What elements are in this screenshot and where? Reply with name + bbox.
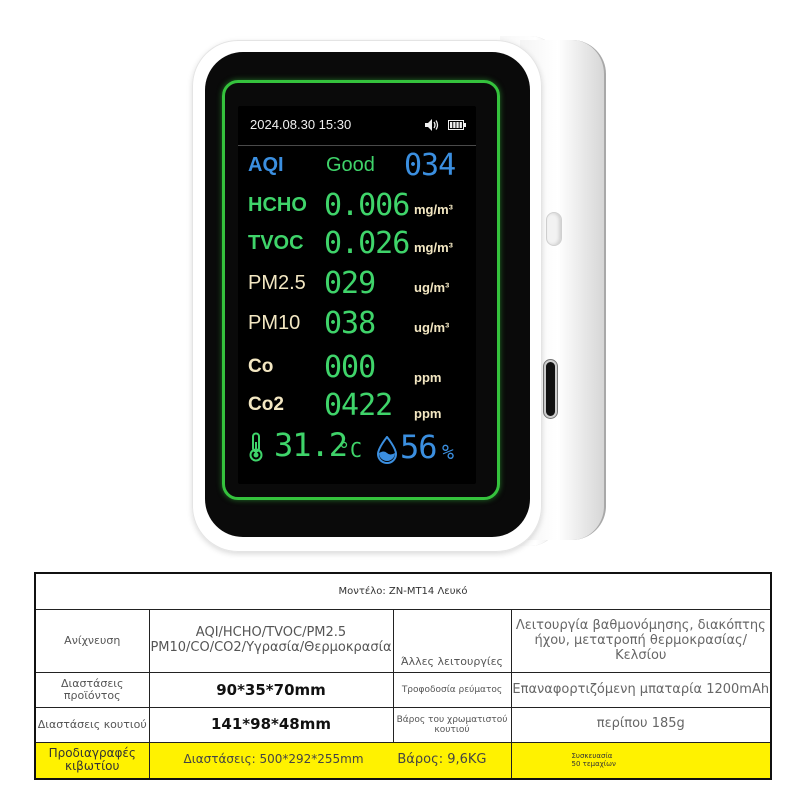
pm10-value: 038 bbox=[324, 306, 376, 341]
product-dimensions-label: Διαστάσεις προϊόντος bbox=[34, 672, 150, 709]
battery-icon bbox=[448, 120, 466, 130]
tvoc-value: 0.026 bbox=[324, 226, 410, 261]
model-row: Μοντέλο: ZN-MT14 Λευκό bbox=[34, 572, 772, 611]
co2-label: Co2 bbox=[248, 394, 284, 415]
carton-weight: Βάρος: 9,6KG bbox=[397, 751, 487, 767]
detection-value: AQI/HCHO/TVOC/PM2.5 PM10/CO/CO2/Υγρασία/… bbox=[148, 609, 394, 674]
power-supply-value: Επαναφορτιζόμενη μπαταρία 1200mAh bbox=[510, 672, 772, 709]
power-supply-label: Τροφοδοσία ρεύματος bbox=[392, 672, 512, 709]
thermometer-icon bbox=[249, 432, 263, 462]
carton-packing-line1: Συσκευασία bbox=[571, 752, 613, 761]
product-dimensions-row: Διαστάσεις προϊόντος 90*35*70mm Τροφοδοσ… bbox=[34, 672, 772, 709]
lcd-screen: 2024.08.30 15:30 AQI Good 034 HCHO 0.006… bbox=[238, 106, 476, 484]
carton-packing: Συσκευασία 50 τεμαχίων bbox=[510, 741, 772, 780]
aqi-value: 034 bbox=[404, 148, 456, 183]
detection-value-line1: AQI/HCHO/TVOC/PM2.5 bbox=[195, 625, 347, 641]
pm10-label: PM10 bbox=[248, 312, 301, 334]
usb-c-port bbox=[544, 360, 557, 418]
pm25-value: 029 bbox=[324, 266, 376, 301]
model-cell: Μοντέλο: ZN-MT14 Λευκό bbox=[34, 572, 772, 611]
hcho-unit: mg/m³ bbox=[414, 202, 453, 217]
box-dimensions-row: Διαστάσεις κουτιού 141*98*48mm Βάρος του… bbox=[34, 707, 772, 743]
status-bar: 2024.08.30 15:30 bbox=[238, 106, 476, 146]
detection-label: Ανίχνευση bbox=[34, 609, 150, 674]
co2-value: 0422 bbox=[324, 388, 393, 423]
pm25-unit: ug/m³ bbox=[414, 280, 450, 295]
carton-spec-label: Προδιαγραφές κιβωτίου bbox=[34, 741, 150, 780]
aqi-label: AQI bbox=[248, 154, 284, 176]
tvoc-unit: mg/m³ bbox=[414, 240, 453, 255]
detection-value-line2: PM10/CO/CO2/Υγρασία/Θερμοκρασία bbox=[150, 640, 392, 656]
aqi-status: Good bbox=[326, 154, 375, 176]
power-button[interactable] bbox=[546, 212, 562, 246]
color-box-weight-value: περίπου 185g bbox=[510, 707, 772, 743]
pm10-unit: ug/m³ bbox=[414, 320, 450, 335]
detection-row: Ανίχνευση AQI/HCHO/TVOC/PM2.5 PM10/CO/CO… bbox=[34, 609, 772, 674]
water-drop-icon bbox=[376, 436, 398, 464]
carton-packing-line2: 50 τεμαχίων bbox=[571, 760, 616, 769]
other-functions-label: Άλλες λειτουργίες bbox=[392, 609, 512, 674]
color-box-weight-label: Βάρος του χρωματιστού κουτιού bbox=[392, 707, 512, 743]
co-unit: ppm bbox=[414, 370, 442, 385]
pm25-label: PM2.5 bbox=[248, 272, 306, 294]
air-quality-monitor-device: 2024.08.30 15:30 AQI Good 034 HCHO 0.006… bbox=[205, 36, 606, 546]
box-dimensions-label: Διαστάσεις κουτιού bbox=[34, 707, 150, 743]
carton-dims-and-weight: Διαστάσεις: 500*292*255mm Βάρος: 9,6KG bbox=[148, 741, 512, 780]
tvoc-label: TVOC bbox=[248, 232, 304, 254]
other-functions-value: Λειτουργία βαθμονόμησης, διακόπτης ήχου,… bbox=[510, 609, 772, 674]
humidity-value: 56 bbox=[400, 428, 438, 466]
product-dimensions-value: 90*35*70mm bbox=[148, 672, 394, 709]
specification-table: Μοντέλο: ZN-MT14 Λευκό Ανίχνευση AQI/HCH… bbox=[34, 572, 773, 780]
temperature-unit: °C bbox=[338, 438, 363, 462]
green-light-ring bbox=[222, 80, 500, 500]
hcho-label: HCHO bbox=[248, 194, 307, 216]
hcho-value: 0.006 bbox=[324, 188, 410, 223]
temperature-value: 31.2 bbox=[274, 426, 348, 464]
carton-dimensions: Διαστάσεις: 500*292*255mm bbox=[183, 752, 364, 767]
box-dimensions-value: 141*98*48mm bbox=[148, 707, 394, 743]
co-label: Co bbox=[248, 356, 274, 377]
co2-unit: ppm bbox=[414, 406, 442, 421]
humidity-unit: % bbox=[442, 440, 455, 464]
co-value: 000 bbox=[324, 350, 376, 385]
carton-spec-row: Προδιαγραφές κιβωτίου Διαστάσεις: 500*29… bbox=[34, 741, 772, 780]
speaker-icon bbox=[425, 119, 439, 131]
datetime-display: 2024.08.30 15:30 bbox=[250, 117, 352, 132]
